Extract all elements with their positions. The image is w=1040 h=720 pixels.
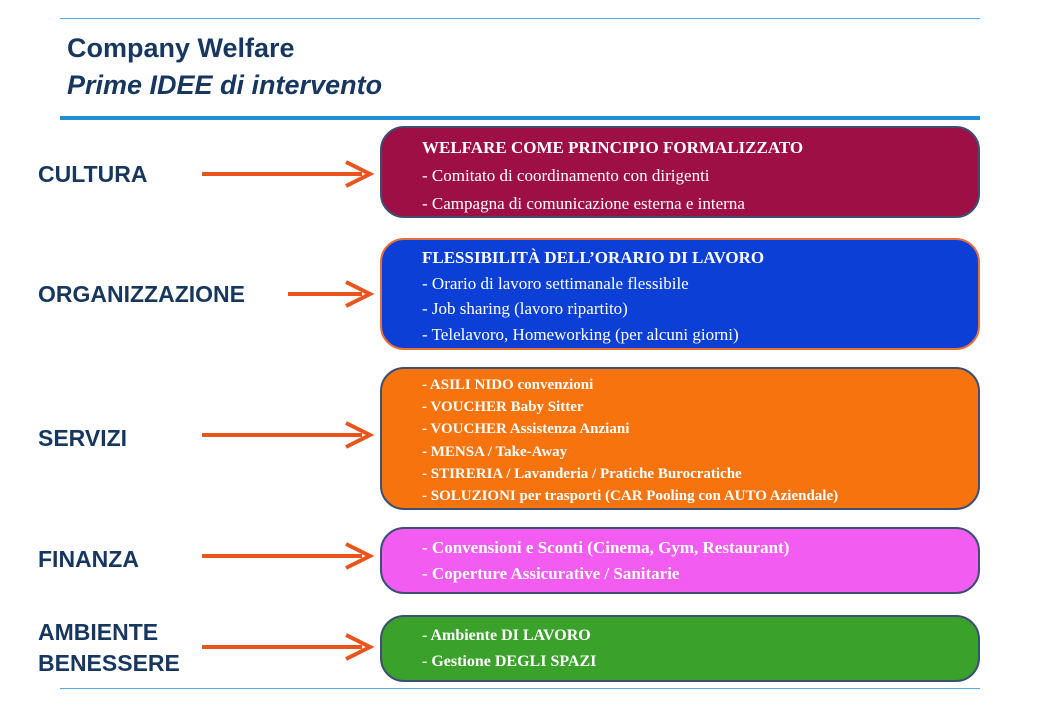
list-item: - MENSA / Take-Away bbox=[422, 443, 568, 460]
box-title: FLESSIBILITÀ DELL’ORARIO DI LAVORO bbox=[422, 248, 765, 267]
list-item: - ASILI NIDO convenzioni bbox=[422, 376, 594, 393]
row-label-line: AMBIENTE bbox=[38, 619, 159, 645]
list-item: - Telelavoro, Homeworking (per alcuni gi… bbox=[422, 324, 739, 344]
list-item: - Campagna di comunicazione esterna e in… bbox=[422, 194, 745, 213]
title-underline bbox=[60, 116, 980, 120]
list-item: - SOLUZIONI per trasporti (CAR Pooling c… bbox=[422, 488, 839, 505]
page-subtitle: Prime IDEE di intervento bbox=[67, 70, 383, 100]
box-finanza: - Convensioni e Sconti (Cinema, Gym, Res… bbox=[380, 527, 980, 594]
arrow-right-icon bbox=[202, 160, 375, 188]
row-label-organizzazione: ORGANIZZAZIONE bbox=[38, 281, 245, 307]
list-item: - VOUCHER Baby Sitter bbox=[422, 398, 584, 415]
box-title: WELFARE COME PRINCIPIO FORMALIZZATO bbox=[422, 138, 804, 157]
box-organizzazione: FLESSIBILITÀ DELL’ORARIO DI LAVORO - Ora… bbox=[380, 238, 980, 350]
row-label-line: BENESSERE bbox=[38, 650, 180, 676]
list-item: - Orario di lavoro settimanale flessibil… bbox=[422, 273, 689, 293]
box-ambiente-benessere: - Ambiente DI LAVORO - Gestione DEGLI SP… bbox=[380, 615, 980, 682]
row-label-servizi: SERVIZI bbox=[38, 425, 128, 451]
box-servizi: - ASILI NIDO convenzioni - VOUCHER Baby … bbox=[380, 367, 980, 510]
arrow-right-icon bbox=[288, 280, 375, 308]
list-item: - VOUCHER Assistenza Anziani bbox=[422, 421, 630, 438]
list-item: - Job sharing (lavoro ripartito) bbox=[422, 299, 628, 318]
list-item: - Coperture Assicurative / Sanitarie bbox=[422, 563, 680, 583]
row-label-cultura: CULTURA bbox=[38, 161, 148, 187]
list-item: - Comitato di coordinamento con dirigent… bbox=[422, 166, 710, 185]
page-title: Company Welfare bbox=[67, 33, 295, 63]
row-label-ambiente-benessere: AMBIENTE BENESSERE bbox=[38, 617, 180, 679]
box-cultura: WELFARE COME PRINCIPIO FORMALIZZATO - Co… bbox=[380, 126, 980, 218]
list-item: - Ambiente DI LAVORO bbox=[422, 626, 591, 644]
arrow-right-icon bbox=[202, 421, 375, 449]
list-item: - STIRERIA / Lavanderia / Pratiche Buroc… bbox=[422, 465, 742, 482]
arrow-right-icon bbox=[202, 633, 375, 661]
row-label-finanza: FINANZA bbox=[38, 546, 139, 572]
bottom-divider bbox=[60, 688, 980, 689]
list-item: - Convensioni e Sconti (Cinema, Gym, Res… bbox=[422, 537, 790, 557]
arrow-right-icon bbox=[202, 542, 375, 570]
top-divider bbox=[60, 18, 980, 19]
list-item: - Gestione DEGLI SPAZI bbox=[422, 652, 597, 670]
